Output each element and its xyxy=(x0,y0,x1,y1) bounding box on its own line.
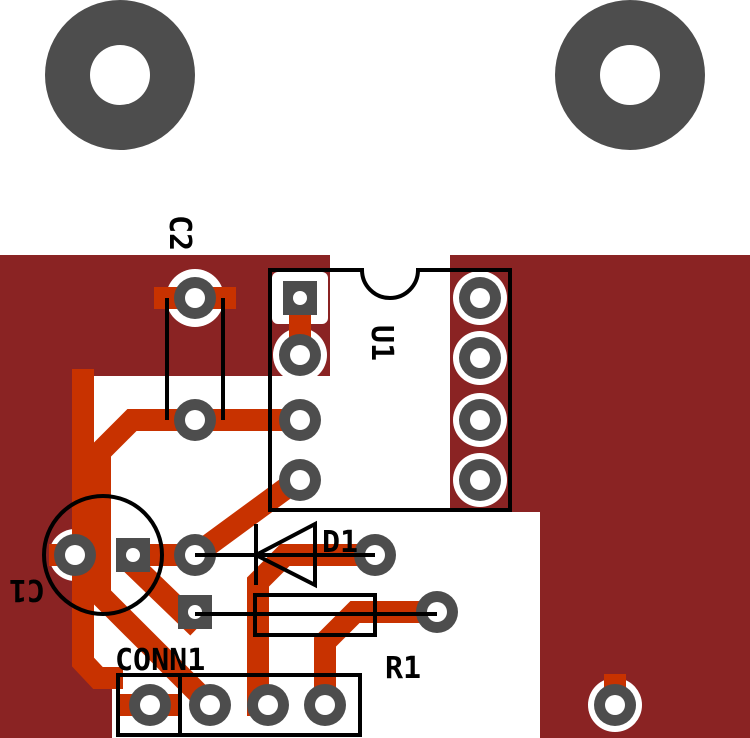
u1-pad xyxy=(279,399,321,441)
c2-outline xyxy=(165,298,225,420)
r1-label: R1 xyxy=(385,651,421,686)
u1-outline xyxy=(268,268,512,512)
u1-pad xyxy=(459,277,501,319)
c1-label: C1 xyxy=(9,572,45,607)
u1-pad xyxy=(279,334,321,376)
c1-pad xyxy=(54,534,96,576)
pads xyxy=(54,277,636,726)
mounting-hole xyxy=(45,0,195,150)
c2-pad xyxy=(174,277,216,319)
c2-pad xyxy=(174,399,216,441)
r1-symbol xyxy=(195,593,437,637)
test-pad xyxy=(594,684,636,726)
u1-label: U1 xyxy=(364,325,399,361)
silkscreen: C2 U1 D1 C1 CONN1 R1 xyxy=(9,215,512,737)
conn1-outline xyxy=(116,673,362,737)
conn1-pad xyxy=(304,684,346,726)
c2-label: C2 xyxy=(162,215,197,251)
u1-pad xyxy=(283,281,317,315)
u1-pad xyxy=(459,337,501,379)
c1-pad xyxy=(116,538,150,572)
c1-outline xyxy=(42,494,164,616)
d1-symbol xyxy=(195,520,375,589)
conn1-pad xyxy=(129,684,171,726)
mounting-hole xyxy=(555,0,705,150)
conn1-pad xyxy=(189,684,231,726)
u1-pad xyxy=(459,459,501,501)
u1-pad xyxy=(279,459,321,501)
conn1-label: CONN1 xyxy=(115,643,205,678)
u1-pad xyxy=(459,399,501,441)
d1-label: D1 xyxy=(322,525,358,560)
conn1-pad xyxy=(247,684,289,726)
